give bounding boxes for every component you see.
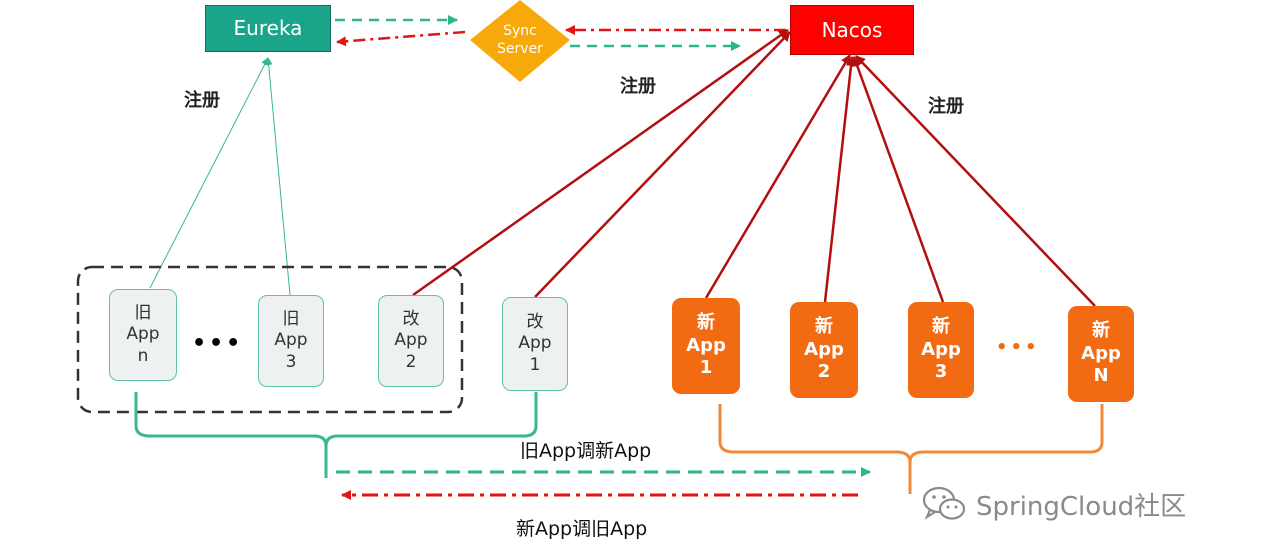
old-apps-brace xyxy=(134,392,538,478)
modified-app-2-line2: App xyxy=(394,330,428,351)
old-apps-ellipsis: ••• xyxy=(192,331,244,356)
register-old-app-n-to-eureka xyxy=(149,57,269,289)
new-app-1-line3: 1 xyxy=(699,357,713,379)
register-app-1-to-nacos xyxy=(534,31,791,298)
nacos-label: Nacos xyxy=(821,17,883,42)
new-app-3-line2: App xyxy=(921,338,961,360)
new-apps-ellipsis: ••• xyxy=(996,337,1040,358)
old-app-n: 旧 App n xyxy=(109,289,177,381)
register-app-2-to-nacos xyxy=(412,28,789,297)
eureka-label: Eureka xyxy=(233,16,303,40)
new-app-2-line2: App xyxy=(804,338,844,360)
watermark: SpringCloud社区 xyxy=(922,484,1186,524)
register-label-middle: 注册 xyxy=(620,76,656,97)
modified-app-1-line1: 改 xyxy=(526,312,544,333)
new-app-3-line1: 新 xyxy=(932,316,950,338)
modified-app-2-line3: 2 xyxy=(405,351,417,372)
old-apps-group-box xyxy=(76,265,464,414)
new-app-2-line1: 新 xyxy=(815,316,833,338)
new-app-1-line2: App xyxy=(686,334,726,356)
new-app-1: 新 App 1 xyxy=(672,298,740,394)
register-label-right: 注册 xyxy=(928,96,964,117)
new-app-2-line3: 2 xyxy=(817,361,831,383)
nacos-registry: Nacos xyxy=(790,5,914,55)
register-label-left: 注册 xyxy=(184,90,220,111)
modified-app-1-line3: 1 xyxy=(529,354,541,375)
new-app-n: 新 App N xyxy=(1068,306,1134,402)
old-app-n-line3: n xyxy=(137,345,149,366)
register-new-app-2-to-nacos xyxy=(823,56,856,303)
new-app-3-line3: 3 xyxy=(934,361,948,383)
new-app-2: 新 App 2 xyxy=(790,302,858,398)
sync-server-label: Sync Server xyxy=(470,10,570,70)
old-app-n-line2: App xyxy=(126,324,160,345)
register-new-app-1-to-nacos xyxy=(704,54,852,299)
new-calls-old-caption: 新App调旧App xyxy=(516,518,648,540)
old-app-3: 旧 App 3 xyxy=(258,295,324,387)
new-app-n-line1: 新 xyxy=(1092,320,1110,342)
new-app-3: 新 App 3 xyxy=(908,302,974,398)
sync-server-line1: Sync xyxy=(503,22,537,39)
sync-to-eureka-arrow xyxy=(336,30,466,47)
modified-app-2-line1: 改 xyxy=(402,309,420,330)
old-app-3-line2: App xyxy=(274,330,308,351)
eureka-registry: Eureka xyxy=(205,5,331,52)
modified-app-2: 改 App 2 xyxy=(378,295,444,387)
new-app-n-line2: App xyxy=(1081,342,1121,364)
old-calls-new-caption: 旧App调新App xyxy=(520,440,652,462)
modified-app-1-line2: App xyxy=(518,333,552,354)
old-app-3-line3: 3 xyxy=(285,351,297,372)
register-new-app-3-to-nacos xyxy=(852,56,945,303)
register-old-app-3-to-eureka xyxy=(264,57,291,296)
modified-app-1: 改 App 1 xyxy=(502,297,568,391)
new-app-1-line1: 新 xyxy=(697,312,715,334)
old-app-n-line1: 旧 xyxy=(134,303,152,324)
watermark-text: SpringCloud社区 xyxy=(976,491,1187,522)
old-app-3-line1: 旧 xyxy=(282,309,300,330)
wechat-icon xyxy=(922,486,966,520)
register-new-app-n-to-nacos xyxy=(855,55,1096,307)
new-app-n-line3: N xyxy=(1093,365,1109,387)
sync-server-line2: Server xyxy=(497,41,543,57)
sync-server-diamond xyxy=(470,0,570,82)
new-apps-brace xyxy=(718,404,1104,494)
